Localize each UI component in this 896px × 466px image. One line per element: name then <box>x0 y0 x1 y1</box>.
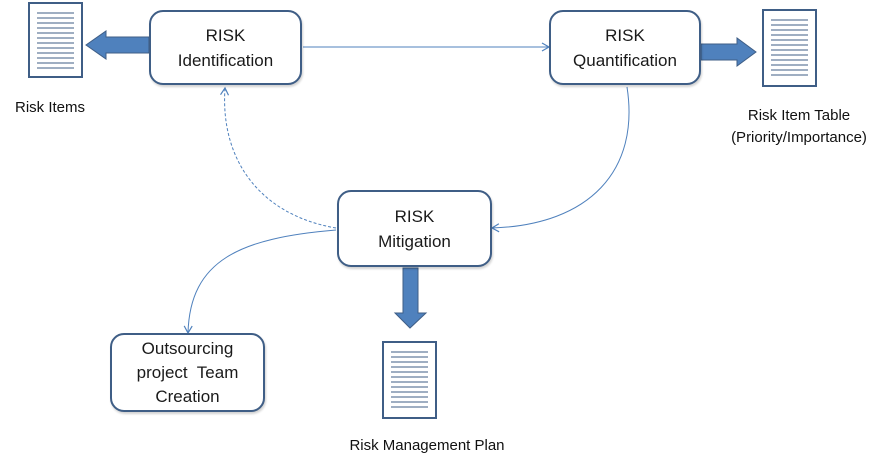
risk-management-plan-label: Risk Management Plan <box>320 435 534 457</box>
outsourcing-line3: Creation <box>155 386 220 406</box>
risk-mitigation-line2: Mitigation <box>378 231 451 251</box>
mitigation-to-identification-connector <box>220 86 337 229</box>
mitigation-to-outsourcing-connector <box>183 229 337 335</box>
outsourcing-line2: project Team <box>136 362 239 382</box>
thick-arrow-to-risk-items <box>85 30 150 60</box>
thick-arrow-to-risk-management-plan <box>393 267 428 329</box>
risk-quantification-node: RISK Quantification <box>549 10 701 85</box>
risk-item-table-label-line2: (Priority/Importance) <box>731 129 867 146</box>
risk-items-label: Risk Items <box>0 97 100 119</box>
risk-mitigation-node: RISK Mitigation <box>337 190 492 267</box>
outsourcing-team-creation-node: Outsourcing project Team Creation <box>110 333 265 412</box>
risk-management-plan-label-text: Risk Management Plan <box>349 437 505 454</box>
risk-identification-node: RISK Identification <box>149 10 302 85</box>
quantification-to-mitigation-connector <box>490 86 630 233</box>
risk-identification-line2: Identification <box>177 50 274 70</box>
thick-arrow-to-risk-item-table <box>700 37 757 67</box>
risk-management-plan-document-icon <box>382 341 437 419</box>
risk-item-table-label-line1: Risk Item Table <box>747 107 851 124</box>
risk-items-document-icon <box>28 2 83 78</box>
risk-item-table-label: Risk Item Table (Priority/Importance) <box>706 105 892 149</box>
risk-identification-line1: RISK <box>205 25 246 45</box>
risk-quantification-line2: Quantification <box>573 50 677 70</box>
risk-item-table-document-icon <box>762 9 817 87</box>
risk-items-label-text: Risk Items <box>14 99 85 116</box>
risk-mitigation-line1: RISK <box>394 206 435 226</box>
risk-quantification-line1: RISK <box>605 25 645 45</box>
outsourcing-line1: Outsourcing <box>141 338 234 358</box>
